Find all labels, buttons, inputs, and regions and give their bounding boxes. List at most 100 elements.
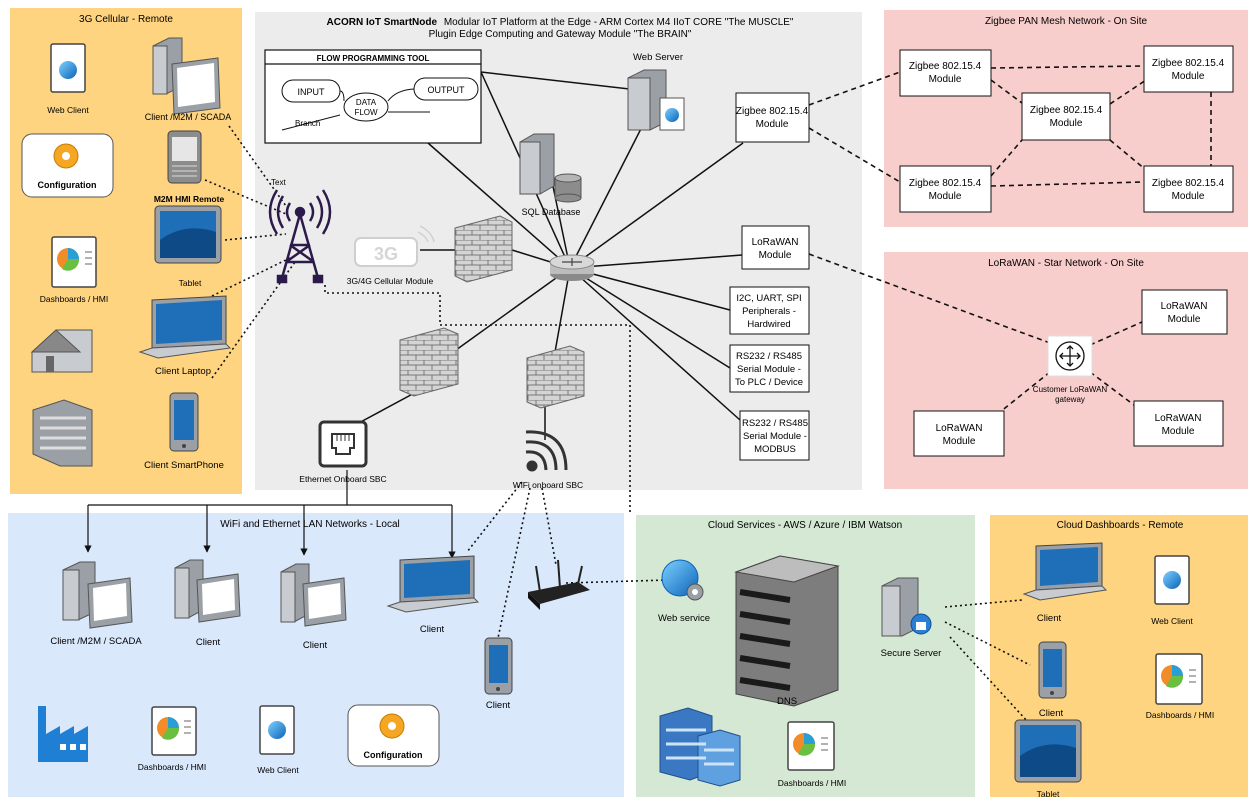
flow-data-label: DATA [356, 98, 377, 107]
flow-flow-label: FLOW [354, 108, 378, 117]
cell-dashboards[interactable]: Dashboards / HMI [40, 236, 109, 304]
lan-configuration[interactable]: Configuration [347, 704, 440, 767]
lan-client-2[interactable]: Client [280, 563, 347, 651]
lora-gateway[interactable]: Customer LoRaWAN gateway [1033, 335, 1108, 404]
flow-tool-title: FLOW PROGRAMMING TOOL [317, 54, 430, 63]
lan-dashboards[interactable]: Dashboards / HMI [138, 706, 207, 772]
rd-laptop-client[interactable]: Client [1022, 542, 1108, 624]
cell-smartphone[interactable]: Client SmartPhone [144, 392, 224, 471]
rs232a-line2: Serial Module - [737, 364, 801, 375]
cloud-web-service[interactable]: Web service [658, 559, 710, 624]
cloud-secure-server[interactable]: Secure Server [881, 577, 942, 659]
ethernet-tree [84, 470, 456, 559]
sql-database-label: SQL Database [522, 207, 581, 217]
wifi-router-icon [528, 559, 590, 610]
router-hub[interactable] [549, 254, 595, 281]
lora-bl-line2: Module [943, 436, 976, 447]
sql-database[interactable]: SQL Database [519, 133, 582, 217]
zigbee-region-title: Zigbee PAN Mesh Network - On Site [985, 16, 1148, 27]
lora-node-bl[interactable]: LoRaWAN Module [913, 410, 1005, 457]
cloud-web-service-label: Web service [658, 613, 710, 624]
ethernet-sbc-label: Ethernet Onboard SBC [299, 474, 386, 484]
building-icon [32, 399, 93, 467]
diagram-title: ACORN IoT SmartNode Modular IoT Platform… [327, 17, 794, 28]
web-server[interactable]: Web Server [627, 52, 685, 131]
rd-phone-client[interactable]: Client [1038, 641, 1067, 719]
cell-tablet-label: Tablet [179, 278, 202, 288]
rd-web-client-label: Web Client [1151, 616, 1193, 626]
zigbee-node-tl[interactable]: Zigbee 802.15.4 Module [899, 49, 992, 97]
zigbee-br-line1: Zigbee 802.15.4 [1152, 178, 1225, 189]
home-icon [30, 329, 93, 373]
firewall-left [399, 327, 459, 397]
ethernet-sbc[interactable]: Ethernet Onboard SBC [299, 420, 387, 484]
lora-node-tr[interactable]: LoRaWAN Module [1141, 289, 1228, 335]
cloud-dns[interactable]: DNS [734, 555, 840, 707]
i2c-module[interactable]: I2C, UART, SPI Peripherals - Hardwired [729, 286, 810, 335]
cell-hmi-remote[interactable]: M2M HMI Remote [154, 130, 225, 204]
move-arrows-icon [1055, 341, 1085, 371]
flow-output-label: OUTPUT [428, 85, 466, 95]
cell-tablet[interactable]: Tablet [154, 205, 222, 288]
lan-region-title: WiFi and Ethernet LAN Networks - Local [220, 519, 400, 530]
rd-dashboards-label: Dashboards / HMI [1146, 710, 1215, 720]
zigbee-tr-line1: Zigbee 802.15.4 [1152, 58, 1225, 69]
lan-client-1[interactable]: Client [174, 559, 241, 648]
cell-web-client[interactable]: Web Client [47, 43, 89, 115]
zigbee-node-tr[interactable]: Zigbee 802.15.4 Module [1143, 45, 1234, 93]
cell-scada-label: Client /M2M / SCADA [145, 112, 232, 122]
lora-tr-line2: Module [1168, 314, 1201, 325]
cellular-3g-badge: 3G [374, 244, 398, 264]
cell-web-client-label: Web Client [47, 105, 89, 115]
text-tag: Text [271, 178, 286, 187]
lora-bl-line1: LoRaWAN [936, 423, 983, 434]
lan-web-client-label: Web Client [257, 765, 299, 775]
rs232a-line3: To PLC / Device [735, 377, 803, 388]
lorawan-edge-module[interactable]: LoRaWAN Module [741, 225, 810, 270]
wifi-sbc[interactable]: WiFi onboard SBC [513, 430, 583, 490]
rs232-modbus-module[interactable]: RS232 / RS485 Serial Module - MODBUS [739, 410, 810, 461]
lan-client-1-label: Client [196, 637, 221, 648]
zigbee-br-line2: Module [1172, 191, 1205, 202]
lorawan-edge-line1: LoRaWAN [752, 237, 799, 248]
lan-configuration-label: Configuration [364, 750, 423, 760]
lan-phone-client[interactable]: Client [484, 637, 513, 711]
lan-web-client[interactable]: Web Client [257, 705, 299, 775]
lan-dashboards-label: Dashboards / HMI [138, 762, 207, 772]
lora-br-line1: LoRaWAN [1155, 413, 1202, 424]
zigbee-c-line2: Module [1050, 118, 1083, 129]
lora-node-br[interactable]: LoRaWAN Module [1133, 400, 1224, 447]
gear-icon [53, 143, 79, 169]
rd-dashboards[interactable]: Dashboards / HMI [1146, 653, 1215, 720]
zigbee-edge-module[interactable]: Zigbee 802.15.4 Module [735, 92, 810, 143]
i2c-line2: Peripherals - [742, 306, 796, 317]
flow-programming-tool[interactable]: FLOW PROGRAMMING TOOL INPUT DATA FLOW OU… [264, 49, 482, 144]
lan-client-3-label: Client [420, 624, 445, 635]
cell-laptop[interactable]: Client Laptop [138, 295, 232, 377]
lan-laptop-client[interactable]: Client [386, 555, 480, 635]
zigbee-tr-line2: Module [1172, 71, 1205, 82]
cloud-dashboards-label: Dashboards / HMI [778, 778, 847, 788]
rd-tablet[interactable]: Tablet [1014, 719, 1082, 799]
zigbee-tl-line1: Zigbee 802.15.4 [909, 61, 982, 72]
firewall-middle [526, 345, 585, 409]
zigbee-node-br[interactable]: Zigbee 802.15.4 Module [1143, 165, 1234, 213]
cell-scada[interactable]: Client /M2M / SCADA [145, 37, 232, 122]
gateway-label-line2: gateway [1055, 395, 1085, 404]
cellular-module[interactable]: 3G 3G/4G Cellular Module [347, 225, 435, 286]
zigbee-node-center[interactable]: Zigbee 802.15.4 Module [1021, 92, 1111, 141]
cell-configuration[interactable]: Configuration [21, 133, 114, 198]
cell-hmi-remote-label: M2M HMI Remote [154, 194, 225, 204]
cloud-dashboards[interactable]: Dashboards / HMI [778, 721, 847, 788]
lan-scada-label: Client /M2M / SCADA [50, 636, 142, 647]
title-brand: ACORN IoT SmartNode [327, 17, 438, 28]
zigbee-node-bl[interactable]: Zigbee 802.15.4 Module [899, 165, 992, 213]
flow-data-node [343, 92, 389, 122]
i2c-line3: Hardwired [747, 319, 790, 330]
gateway-label-line1: Customer LoRaWAN [1033, 385, 1108, 394]
lan-scada[interactable]: Client /M2M / SCADA [50, 561, 142, 647]
rd-web-client[interactable]: Web Client [1151, 555, 1193, 626]
rd-tablet-label: Tablet [1037, 789, 1060, 799]
rs232-plc-module[interactable]: RS232 / RS485 Serial Module - To PLC / D… [729, 344, 810, 393]
cell-dashboards-label: Dashboards / HMI [40, 294, 109, 304]
